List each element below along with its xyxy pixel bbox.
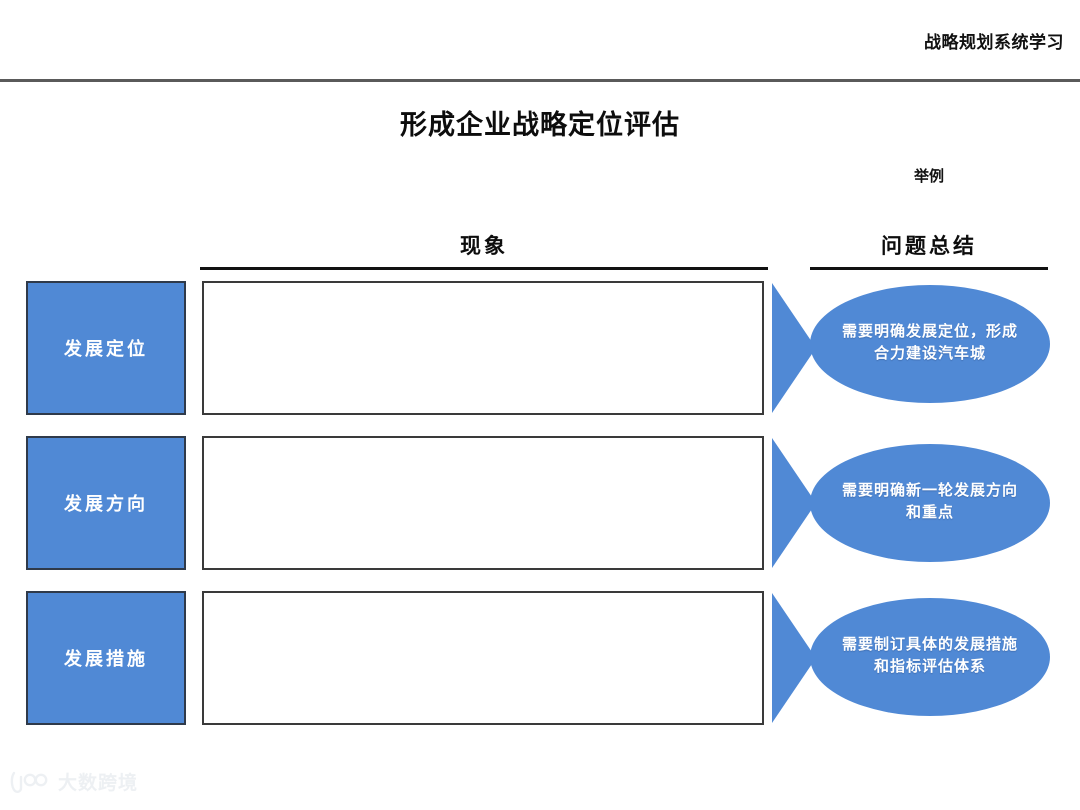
row-label-development-positioning: 发展定位 bbox=[26, 281, 186, 415]
column-header-summary-underline bbox=[810, 267, 1048, 270]
row-label-development-measures: 发展措施 bbox=[26, 591, 186, 725]
column-header-phenomenon: 现象 bbox=[460, 234, 508, 258]
table-row: 发展定位 bbox=[0, 281, 1080, 415]
arrow-right-icon bbox=[772, 438, 816, 568]
arrow-right-icon bbox=[772, 593, 816, 723]
column-header-phenomenon-underline bbox=[200, 267, 768, 270]
header-divider bbox=[0, 79, 1080, 82]
watermark: 大数跨境 bbox=[10, 768, 138, 795]
slide-header: 战略规划系统学习 bbox=[0, 0, 1080, 82]
row-label-development-direction: 发展方向 bbox=[26, 436, 186, 570]
row-content-box-1[interactable] bbox=[202, 281, 764, 415]
table-row: 发展措施 bbox=[0, 591, 1080, 725]
table-row: 发展方向 bbox=[0, 436, 1080, 570]
column-header-summary: 问题总结 bbox=[881, 234, 977, 258]
header-title: 战略规划系统学习 bbox=[924, 33, 1064, 52]
row-content-box-3[interactable] bbox=[202, 591, 764, 725]
summary-ellipse-3: 需要制订具体的发展措施和指标评估体系 bbox=[810, 598, 1050, 716]
watermark-text: 大数跨境 bbox=[58, 773, 139, 794]
summary-ellipse-2: 需要明确新一轮发展方向和重点 bbox=[810, 444, 1050, 562]
page-title: 形成企业战略定位评估 bbox=[400, 110, 680, 140]
summary-ellipse-1-text: 需要明确发展定位，形成合力建设汽车城 bbox=[841, 324, 1018, 362]
example-caption: 举例 bbox=[913, 168, 944, 185]
summary-ellipse-1: 需要明确发展定位，形成合力建设汽车城 bbox=[810, 285, 1050, 403]
summary-ellipse-3-text: 需要制订具体的发展措施和指标评估体系 bbox=[841, 637, 1018, 675]
row-content-box-2[interactable] bbox=[202, 436, 764, 570]
arrow-right-icon bbox=[772, 283, 816, 413]
summary-ellipse-2-text: 需要明确新一轮发展方向和重点 bbox=[841, 483, 1018, 521]
brand-logo-icon bbox=[10, 769, 50, 795]
